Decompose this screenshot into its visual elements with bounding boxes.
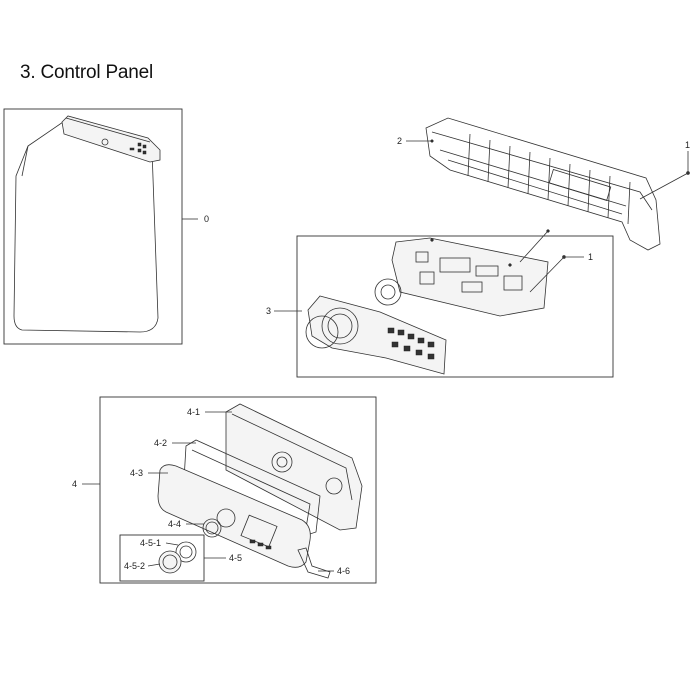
assembly-4-box [82,396,377,584]
callout-4-1: 4-1 [187,407,200,417]
callout-4-6: 4-6 [337,566,350,576]
part-2-frame [406,117,690,251]
callout-4-5-1: 4-5-1 [140,538,161,548]
callout-4-5: 4-5 [229,553,242,563]
callout-0: 0 [204,214,209,224]
callout-4-4: 4-4 [168,519,181,529]
callout-3: 3 [266,306,271,316]
assembly-0-box [3,108,198,345]
callout-1-top: 1 [685,140,690,150]
page-title: 3. Control Panel [20,62,154,83]
callout-4-5-2: 4-5-2 [124,561,145,571]
callout-4-2: 4-2 [154,438,167,448]
assembly-3-box [274,229,614,378]
callout-4-3: 4-3 [130,468,143,478]
callout-2: 2 [397,136,402,146]
callout-1-mid: 1 [588,252,593,262]
callout-4: 4 [72,479,77,489]
